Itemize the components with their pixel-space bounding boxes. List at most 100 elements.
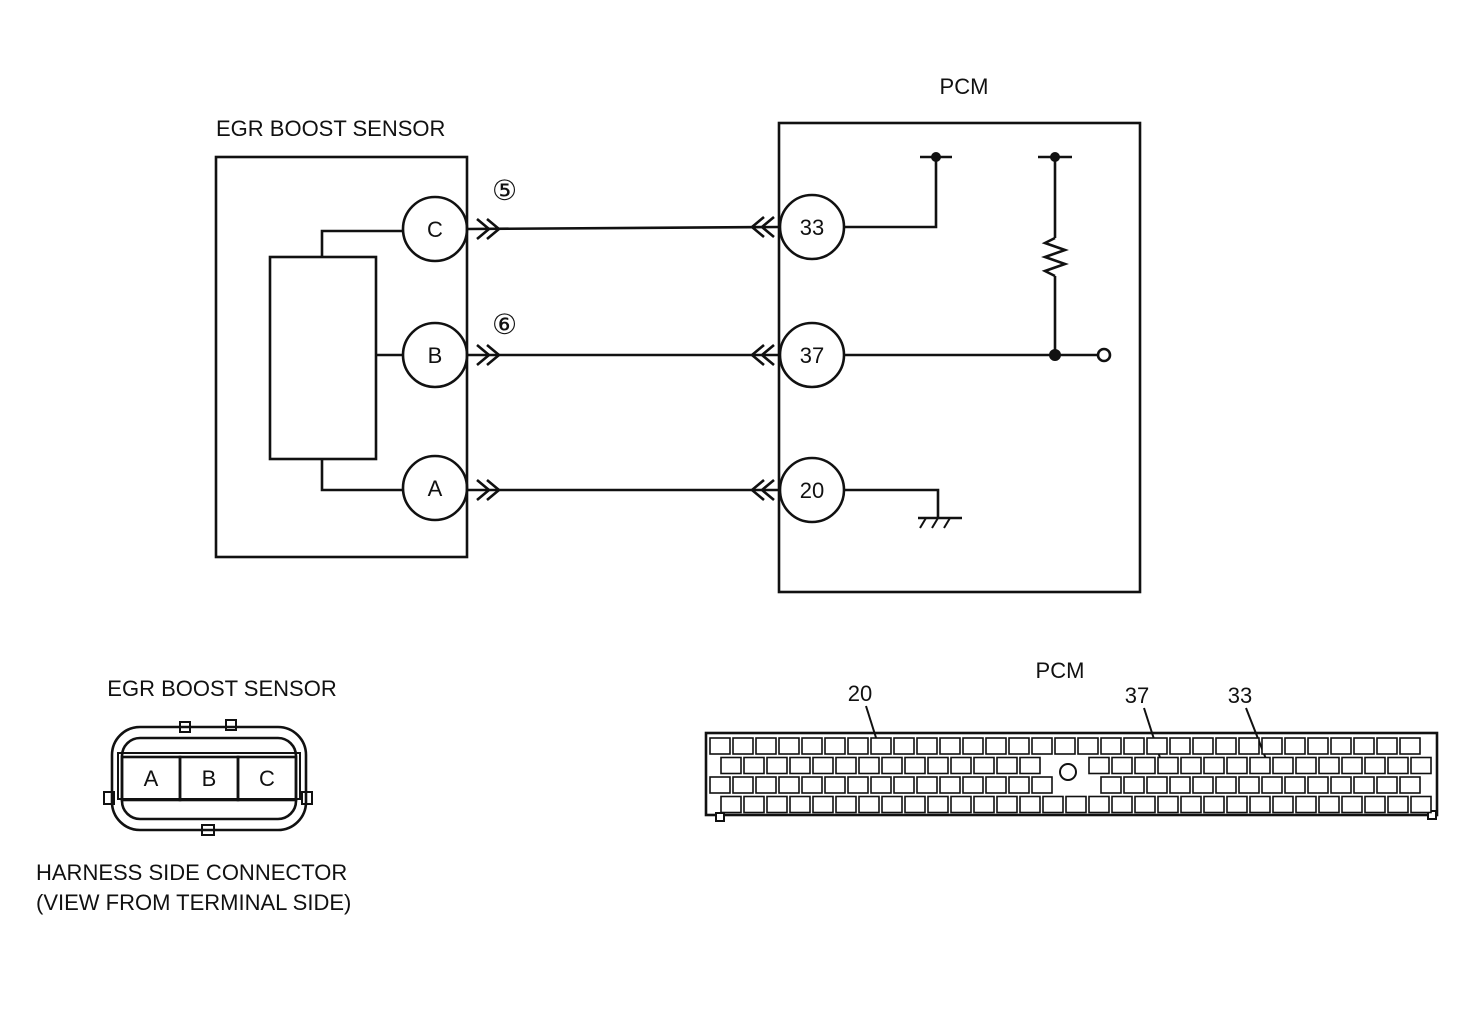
signal-output-node (1096, 347, 1112, 363)
pcm-pin-cavity (1318, 756, 1340, 775)
pcm-pin-cavity (1215, 737, 1237, 755)
pcm-pin-cavity (870, 737, 892, 755)
pcm-pin-cavity (1077, 737, 1099, 755)
sensor-terminal-c: C (401, 195, 469, 263)
pcm-pin-cavity (1008, 737, 1030, 755)
pcm-pin-cavity (1295, 756, 1317, 775)
pcm-pin-cavity (1376, 776, 1398, 794)
pcm-pin-cavity (778, 737, 800, 755)
pcm-pin-cavity (1387, 756, 1409, 775)
pcm-pin-cavity (904, 795, 926, 814)
pcm-pin-cavity (1226, 756, 1248, 775)
pcm-pin-cavity (973, 795, 995, 814)
pcm-pin-cavity (1180, 756, 1202, 775)
pcm-pin-cavity (1146, 776, 1168, 794)
pcm-pin-cavity (1272, 795, 1294, 814)
wire-a-20 (467, 479, 780, 501)
pcm-pin-cavity (893, 776, 915, 794)
pcm-pin-cavity (881, 795, 903, 814)
pcm-pin-cavity (732, 737, 754, 755)
pcm-connector-title: PCM (1036, 658, 1085, 683)
pcm-pin-cavity (1364, 795, 1386, 814)
pcm-pin-cavity (812, 795, 834, 814)
pcm-pin-cavity (778, 776, 800, 794)
pcm-connector-key-hole (1059, 763, 1077, 781)
pcm-pin-cavity (1364, 756, 1386, 775)
pcm-pin-cavity (720, 756, 742, 775)
pcm-pin-cavity (835, 795, 857, 814)
pcm-pin-cavity (1100, 737, 1122, 755)
sensor-terminal-a: A (401, 454, 469, 522)
pcm-pin-cavity (985, 737, 1007, 755)
pcm-pin-cavity (916, 737, 938, 755)
junction-dot (1049, 349, 1061, 361)
pcm-pin-cavity (1341, 795, 1363, 814)
sensor-element (268, 255, 378, 461)
pcm-pin-cavity (939, 737, 961, 755)
pcm-pin-cavity (858, 756, 880, 775)
pcm-pin-cavity (755, 737, 777, 755)
pcm-pin-cavity (985, 776, 1007, 794)
pcm-pin-cavity (1249, 756, 1271, 775)
pcm-pin-cavity (1387, 795, 1409, 814)
pcm-pin-cavity (709, 737, 731, 755)
pcm-pin-cavity (870, 776, 892, 794)
pcm-pin-cavity (732, 776, 754, 794)
pcm-terminal-37: 37 (778, 321, 846, 389)
pcm-pin-cavity (1169, 776, 1191, 794)
pcm-pin-cavity (1295, 795, 1317, 814)
pcm-terminal-20-label: 20 (800, 478, 824, 503)
egr-connector-caption-1: HARNESS SIDE CONNECTOR (36, 860, 347, 885)
pcm-pin-pointer-37 (1143, 707, 1163, 765)
pcm-pin-cavity (1203, 756, 1225, 775)
pcm-pin-cavity (1238, 776, 1260, 794)
pcm-pin-cavity (720, 795, 742, 814)
pcm-pin-cavity (824, 776, 846, 794)
egr-connector-caption-2: (VIEW FROM TERMINAL SIDE) (36, 890, 351, 915)
pcm-pin-cavity (1261, 776, 1283, 794)
pcm-pin-cavity (824, 737, 846, 755)
pcm-pin-cavity (1249, 795, 1271, 814)
pcm-pin-label-33: 33 (1228, 683, 1252, 708)
pcm-pin-cavity (847, 737, 869, 755)
egr-sensor-title: EGR BOOST SENSOR (216, 116, 445, 141)
pcm-pin-cavity (1215, 776, 1237, 794)
pcm-pin-cavity (996, 756, 1018, 775)
egr-connector-pin-a: A (144, 766, 159, 791)
pcm-connector-housing (704, 731, 1439, 817)
pcm-pin-cavity (755, 776, 777, 794)
wire-c-33 (466, 216, 781, 240)
pcm-pin-cavity (1341, 756, 1363, 775)
pcm-box (777, 121, 1142, 594)
pcm-pin-cavity (904, 756, 926, 775)
pcm-connector-tab (715, 812, 725, 822)
pcm-pin-cavity (1226, 795, 1248, 814)
pcm-pin-cavity (996, 795, 1018, 814)
pcm-pin-cavity (893, 737, 915, 755)
pcm-pin-cavity (1111, 795, 1133, 814)
pcm-pin-pointer-33 (1245, 707, 1269, 765)
sensor-terminal-a-label: A (428, 476, 443, 501)
pcm-pin-cavity (1169, 737, 1191, 755)
pcm-pin-cavity (789, 795, 811, 814)
pcm-pin-cavity (743, 756, 765, 775)
pcm-pin-cavity (709, 776, 731, 794)
pcm-pin-label-20: 20 (848, 681, 872, 706)
pcm-pin-cavity (812, 756, 834, 775)
pcm-pin-cavity (1376, 737, 1398, 755)
pcm-pin-cavity (973, 756, 995, 775)
pcm-pin-cavity (801, 776, 823, 794)
pcm-pin-label-37: 37 (1125, 683, 1149, 708)
pcm-pin-cavity (1399, 737, 1421, 755)
pcm-pin-cavity (1065, 795, 1087, 814)
pcm-pin-cavity (962, 776, 984, 794)
pcm-pin-cavity (916, 776, 938, 794)
pcm-pin-cavity (1192, 737, 1214, 755)
pcm-pin-cavity (1157, 795, 1179, 814)
pcm-pin-cavity (1008, 776, 1030, 794)
pcm-pin-cavity (1284, 776, 1306, 794)
pcm-pin-cavity (835, 756, 857, 775)
pcm-pin-cavity (1410, 795, 1432, 814)
pcm-pin-cavity (847, 776, 869, 794)
